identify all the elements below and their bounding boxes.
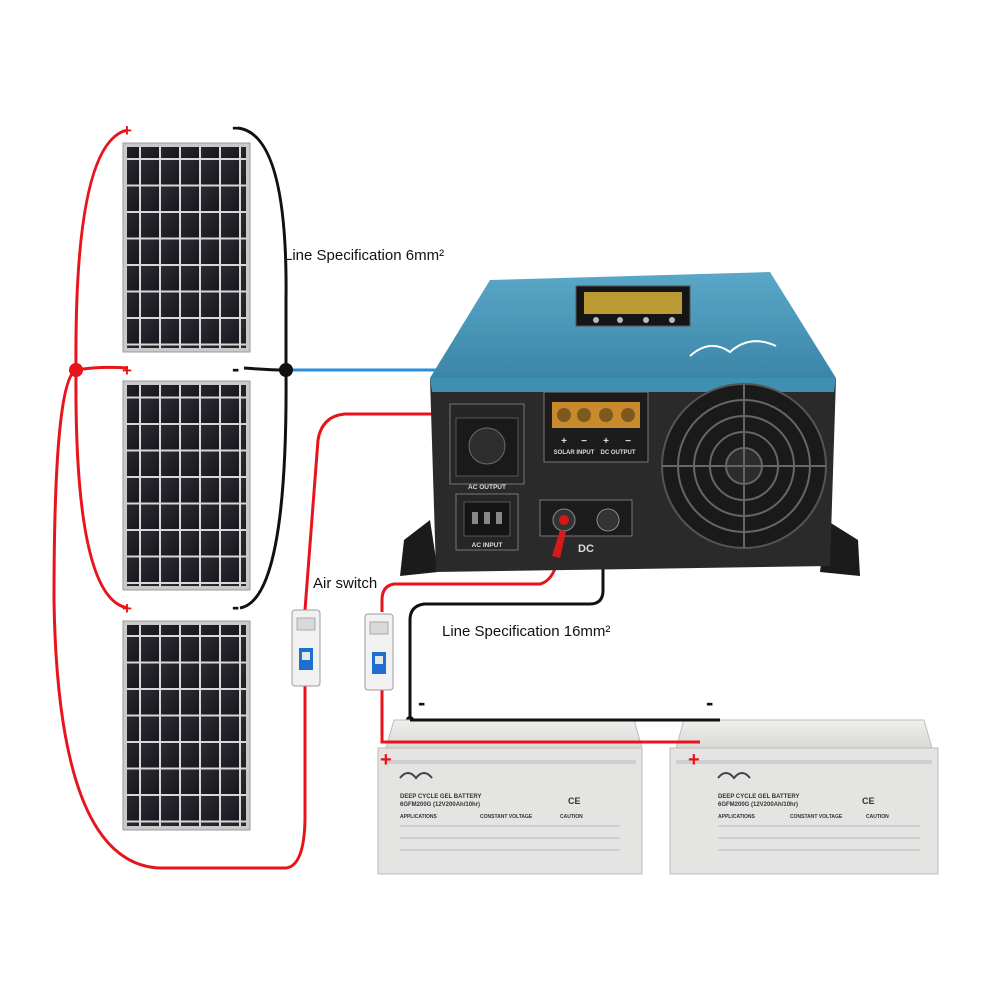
negative-junction: [279, 363, 293, 377]
solar-input-label: SOLAR INPUT: [554, 450, 595, 456]
battery-1-caution: CAUTION: [560, 814, 583, 820]
solar-panel-2: [122, 380, 251, 591]
battery-2-constant-voltage: CONSTANT VOLTAGE: [790, 814, 843, 820]
battery-2: DEEP CYCLE GEL BATTERY 6GFM200G (12V200A…: [669, 719, 939, 875]
air-switch-1: [291, 609, 321, 687]
panel-2-plus: +: [122, 361, 132, 380]
svg-text:−: −: [625, 436, 631, 447]
battery-2-ce: CE: [862, 796, 875, 806]
panel-3-plus: +: [122, 599, 132, 618]
battery-2-plus: +: [688, 749, 700, 771]
dc-label: DC: [578, 543, 594, 555]
battery-2-type: DEEP CYCLE GEL BATTERY: [718, 794, 799, 800]
battery-negative-wire: [408, 548, 720, 722]
air-switch-label: Air switch: [313, 575, 377, 592]
battery-1-ce: CE: [568, 796, 581, 806]
battery-1-plus: +: [380, 749, 392, 771]
solar-panel-3: [122, 620, 251, 831]
ac-input-label: AC INPUT: [472, 542, 503, 549]
battery-2-minus: -: [706, 690, 713, 715]
battery-1-applications: APPLICATIONS: [400, 814, 438, 820]
panel-2-minus: -: [232, 356, 239, 381]
ac-output-label: AC OUTPUT: [468, 484, 506, 491]
pv-positive-return-wire: [52, 368, 307, 870]
battery-1-type: DEEP CYCLE GEL BATTERY: [400, 794, 481, 800]
line-spec-battery-label: Line Specification 16mm²: [442, 623, 610, 640]
battery-1-model: 6GFM200G (12V200Ah/10hr): [400, 802, 480, 808]
svg-text:−: −: [581, 436, 587, 447]
battery-2-applications: APPLICATIONS: [718, 814, 756, 820]
svg-text:+: +: [603, 436, 609, 447]
battery-2-model: 6GFM200G (12V200Ah/10hr): [718, 802, 798, 808]
panel-3-minus: -: [232, 594, 239, 619]
cooling-fan: [661, 383, 827, 549]
panel-1-plus: +: [122, 121, 132, 140]
inverter: AC OUTPUT AC INPUT + − + − SOLAR INPUT D…: [400, 272, 860, 576]
brand-logo: [689, 340, 777, 357]
battery-1-constant-voltage: CONSTANT VOLTAGE: [480, 814, 533, 820]
line-spec-solar-label: Line Specification 6mm²: [284, 247, 444, 264]
battery-2-caution: CAUTION: [866, 814, 889, 820]
switch-to-solar-input-wire: [303, 412, 566, 611]
solar-panel-1: [122, 142, 251, 353]
battery-1-minus: -: [418, 690, 425, 715]
panel-positive-tap: [75, 365, 129, 372]
dc-output-label: DC OUTPUT: [601, 450, 636, 456]
positive-junction: [69, 363, 83, 377]
panel-1-minus: -: [232, 114, 239, 139]
svg-text:+: +: [561, 436, 567, 447]
air-switch-2: [364, 613, 394, 691]
